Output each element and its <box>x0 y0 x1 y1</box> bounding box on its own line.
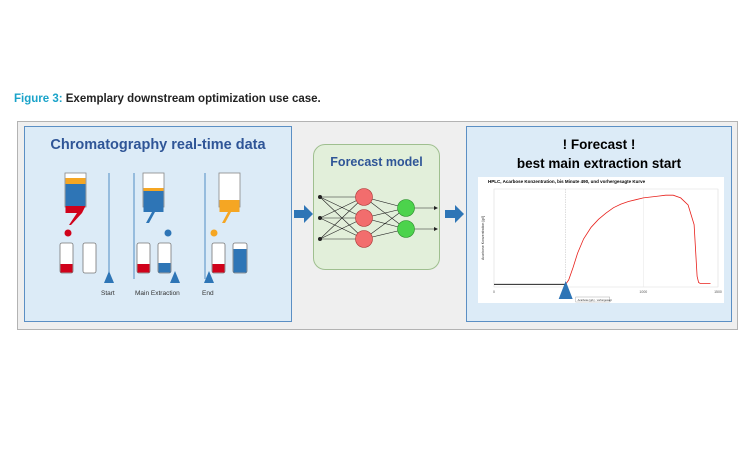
tube-set-start <box>59 242 97 274</box>
legend-text: Acarbose [g/L] · vorhergesagt <box>578 298 612 302</box>
x-tick-label: 0 <box>493 290 495 294</box>
series-line-forecast <box>565 194 711 285</box>
column-main-icon <box>142 172 172 237</box>
forecast-model-panel: Forecast model <box>313 144 440 270</box>
tube-set-main <box>136 242 172 274</box>
figure-label: Figure 3: <box>14 93 63 105</box>
end-marker <box>204 271 214 283</box>
forecast-panel: ! Forecast ! best main extraction start … <box>466 126 732 322</box>
chromatography-illustration <box>59 172 248 283</box>
forecast-model-title: Forecast model <box>330 155 423 169</box>
stage-start-label: Start <box>101 290 115 297</box>
realtime-data-panel: Chromatography real-time data <box>24 126 292 322</box>
start-marker <box>104 271 114 283</box>
legend-box <box>575 296 610 303</box>
figure-caption-text: Exemplary downstream optimization use ca… <box>62 93 321 105</box>
x-tick-label: 1500 <box>714 290 722 294</box>
chart-plot: 0 1000 1500 Acarbose Konzentration [g/l] Aca… <box>481 188 722 303</box>
column-end-icon <box>210 172 241 237</box>
neural-network-icon <box>318 188 438 248</box>
start-marker <box>558 281 573 299</box>
forecast-title: ! Forecast ! <box>562 137 636 152</box>
x-tick-label: 1000 <box>639 290 647 294</box>
y-axis-label: Acarbose Konzentration [g/l] <box>481 216 485 260</box>
chart-title: HPLC, Acarbose Konzentration, bis Minute… <box>488 179 646 184</box>
column-start-icon <box>64 172 87 237</box>
forecast-subtitle: best main extraction start <box>516 156 682 171</box>
figure-frame: Chromatography real-time data <box>17 121 738 330</box>
stage-main-label: Main Extraction <box>135 290 180 297</box>
stage-end-label: End <box>202 290 214 297</box>
plot-area <box>493 188 719 288</box>
arrow-right-icon <box>294 205 313 223</box>
forecast-chart: HPLC, Acarbose Konzentration, bis Minute… <box>478 177 724 303</box>
main-marker <box>170 271 180 283</box>
figure-caption: Figure 3: Exemplary downstream optimizat… <box>14 93 321 105</box>
arrow-right-icon <box>445 205 464 223</box>
tube-set-end <box>211 242 248 274</box>
realtime-data-title: Chromatography real-time data <box>50 137 266 153</box>
